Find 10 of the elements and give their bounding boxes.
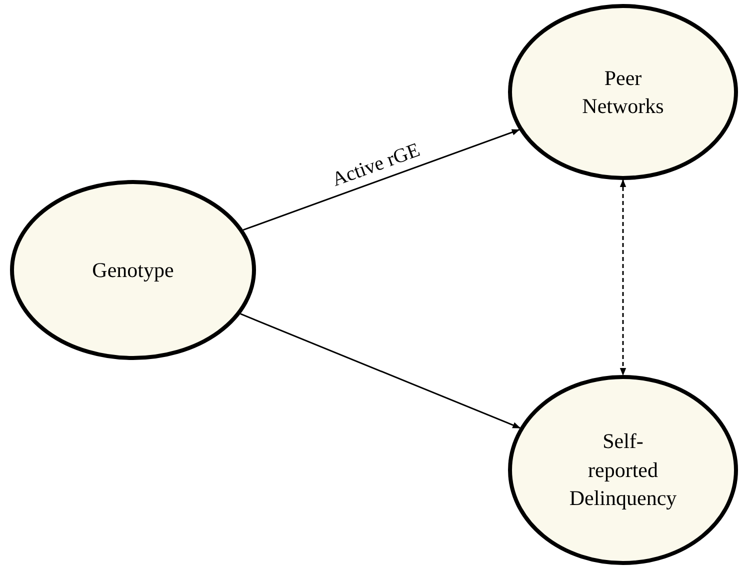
node-label: Genotype bbox=[91, 256, 175, 284]
node-label: Peer Networks bbox=[581, 64, 665, 120]
edge-label: Active rGE bbox=[329, 140, 422, 190]
node-label: Self- reported Delinquency bbox=[568, 428, 678, 512]
ellipse-node bbox=[508, 4, 738, 180]
arrow bbox=[620, 179, 626, 376]
ellipse-node bbox=[10, 180, 256, 360]
ellipse-node bbox=[508, 375, 738, 565]
arrow bbox=[240, 313, 521, 429]
arrow bbox=[242, 129, 520, 231]
